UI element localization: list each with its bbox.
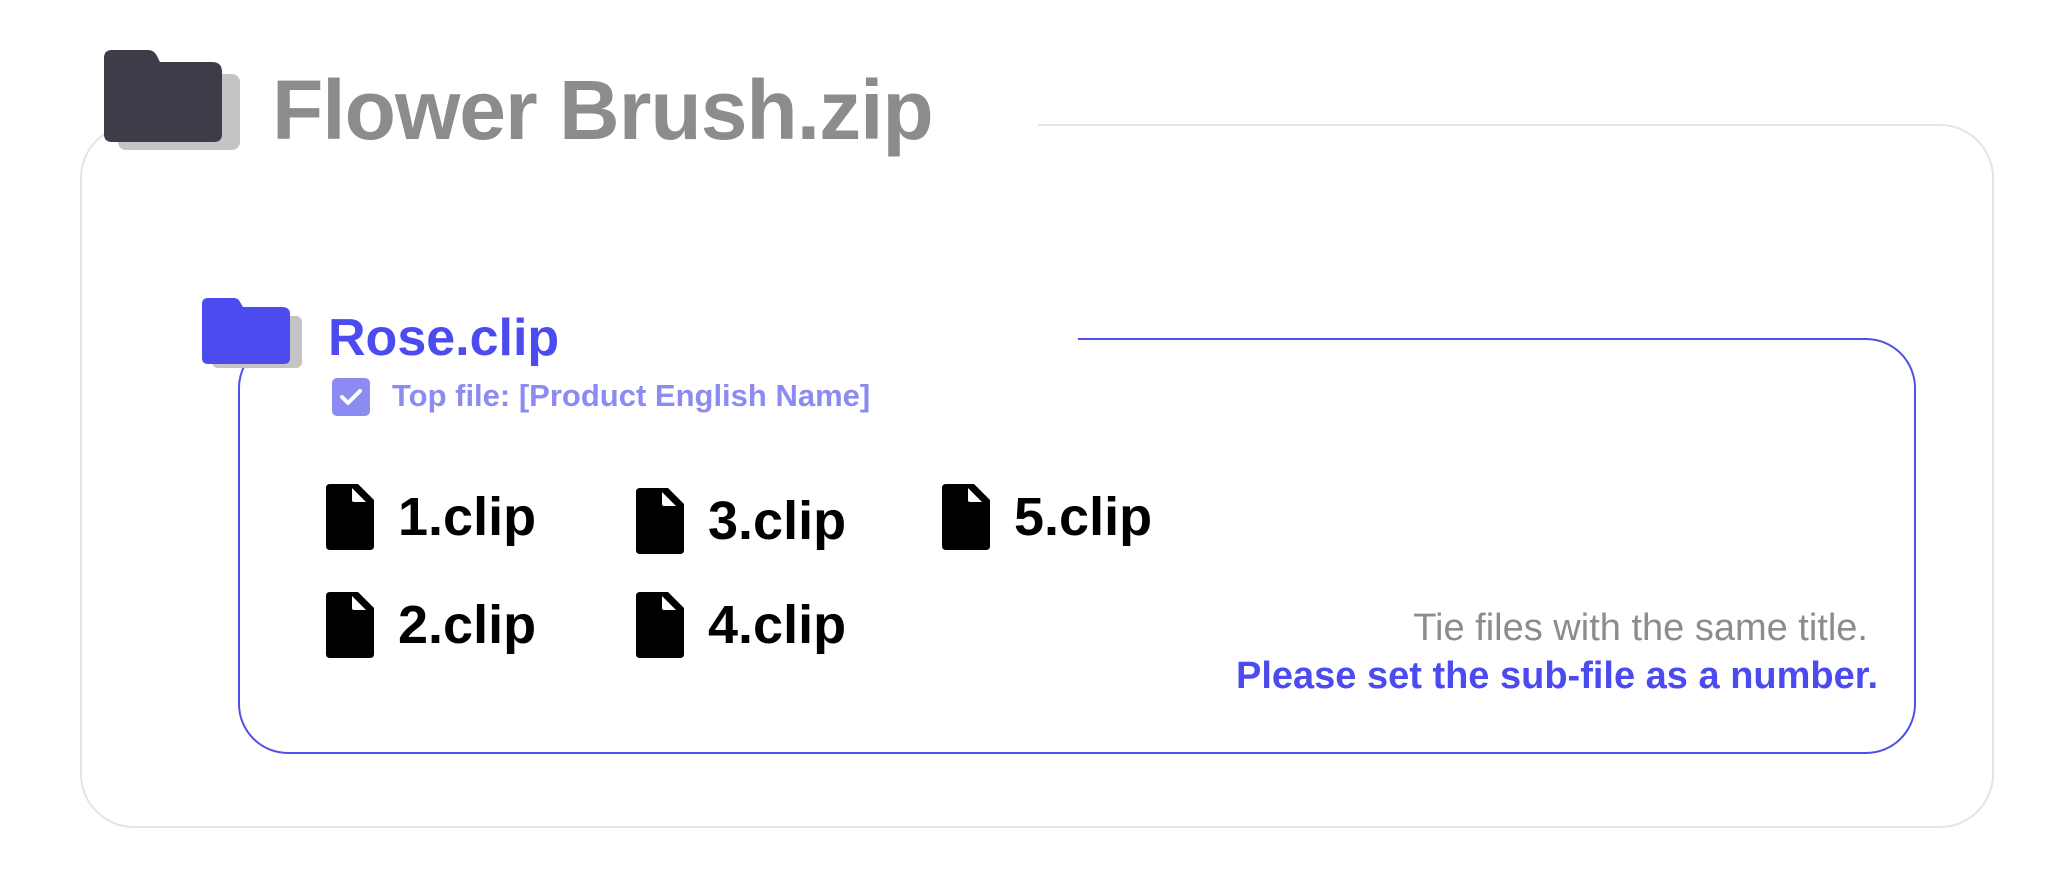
zip-title[interactable]: Flower Brush.zip [272, 63, 934, 157]
top-file-checkbox[interactable] [332, 378, 370, 416]
file-name: 4.clip [708, 595, 847, 655]
zip-folder-icon[interactable] [102, 48, 242, 154]
file-icon [942, 484, 990, 550]
file-name: 3.clip [708, 491, 847, 551]
file-item-1[interactable]: 1.clip [326, 482, 536, 552]
file-item-4[interactable]: 4.clip [636, 590, 846, 660]
note-line-2: Please set the sub-file as a number. [1235, 655, 1878, 697]
file-item-3[interactable]: 3.clip [636, 486, 846, 556]
file-item-5[interactable]: 5.clip [942, 482, 1152, 552]
note-line-1: Tie files with the same title. [1413, 607, 1868, 649]
file-icon [636, 488, 684, 554]
top-file-label: Top file: [Product English Name] [392, 378, 871, 413]
file-item-2[interactable]: 2.clip [326, 590, 536, 660]
file-icon [636, 592, 684, 658]
file-icon [326, 484, 374, 550]
file-name: 2.clip [398, 595, 537, 655]
checkmark-icon [340, 389, 362, 405]
clip-title[interactable]: Rose.clip [328, 309, 560, 367]
file-name: 5.clip [1014, 487, 1153, 547]
clip-folder-icon[interactable] [200, 296, 304, 370]
file-name: 1.clip [398, 487, 537, 547]
instruction-note: Tie files with the same title. Please se… [1236, 604, 1878, 700]
file-icon [326, 592, 374, 658]
